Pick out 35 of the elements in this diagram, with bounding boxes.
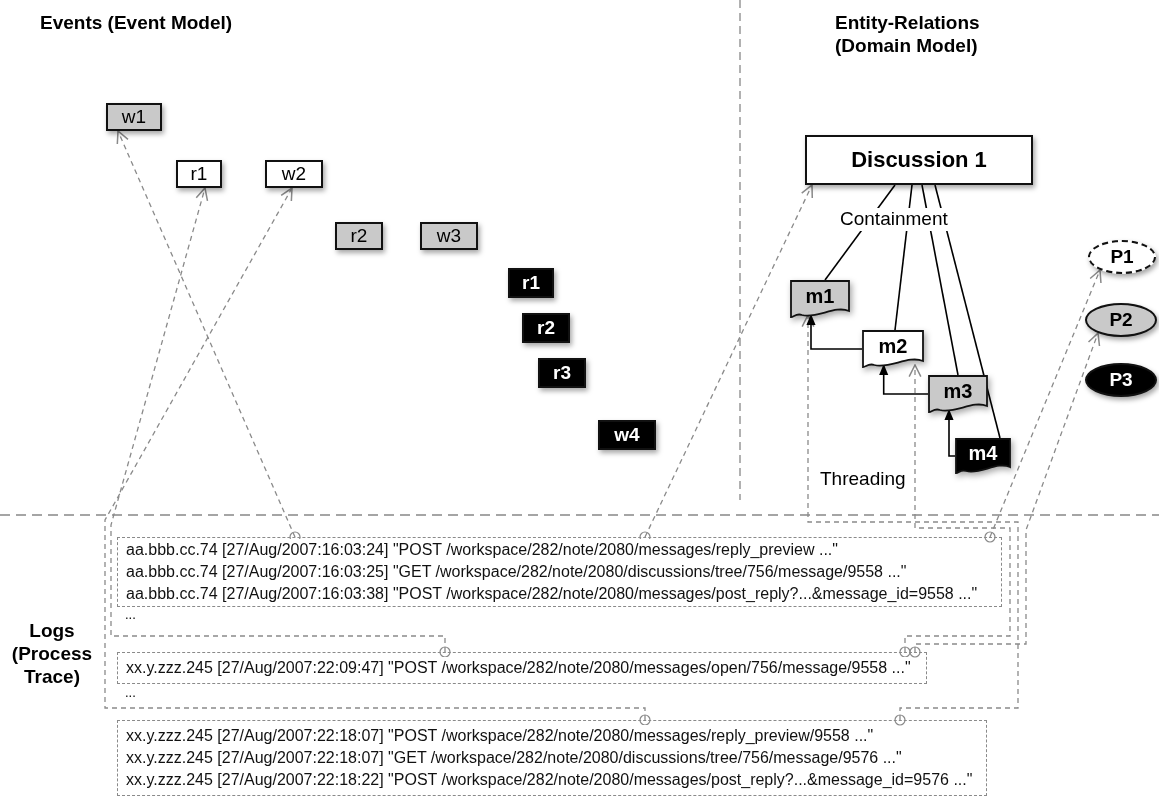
relation-label: Containment (838, 208, 950, 231)
section-heading: Events (Event Model) (40, 12, 234, 35)
event-box: w3 (420, 222, 478, 250)
event-box: Discussion 1 (805, 135, 1033, 185)
event-box: r1 (508, 268, 554, 298)
ellipsis-text: ... (125, 607, 136, 623)
node-label: m4 (968, 441, 998, 465)
ellipse-node: P2 (1085, 303, 1157, 337)
arrow (899, 364, 1011, 658)
log-panel (117, 537, 1002, 607)
node-label: m1 (805, 284, 835, 308)
arrow (909, 332, 1101, 658)
log-panel (117, 720, 987, 796)
arrow (110, 187, 451, 658)
arrow (104, 187, 651, 726)
arrow (879, 364, 929, 395)
node-label: m3 (943, 379, 973, 403)
event-box: r2 (335, 222, 383, 250)
node-label: m2 (878, 334, 908, 358)
event-box: r1 (176, 160, 222, 188)
section-heading: Logs (Process Trace) (10, 620, 94, 689)
event-box: r3 (538, 358, 586, 388)
event-box: w1 (106, 103, 162, 131)
event-box: r2 (522, 313, 570, 343)
event-box: w4 (598, 420, 656, 450)
ellipse-node: P3 (1085, 363, 1157, 397)
event-box: w2 (265, 160, 323, 188)
arrow (806, 314, 863, 350)
log-panel (117, 652, 927, 684)
arrow (944, 409, 956, 457)
section-heading: Entity-Relations (Domain Model) (835, 12, 981, 58)
arrow (984, 269, 1102, 543)
ellipse-node: P1 (1088, 240, 1156, 274)
ellipsis-text: ... (125, 685, 136, 701)
arrow (801, 314, 1019, 726)
